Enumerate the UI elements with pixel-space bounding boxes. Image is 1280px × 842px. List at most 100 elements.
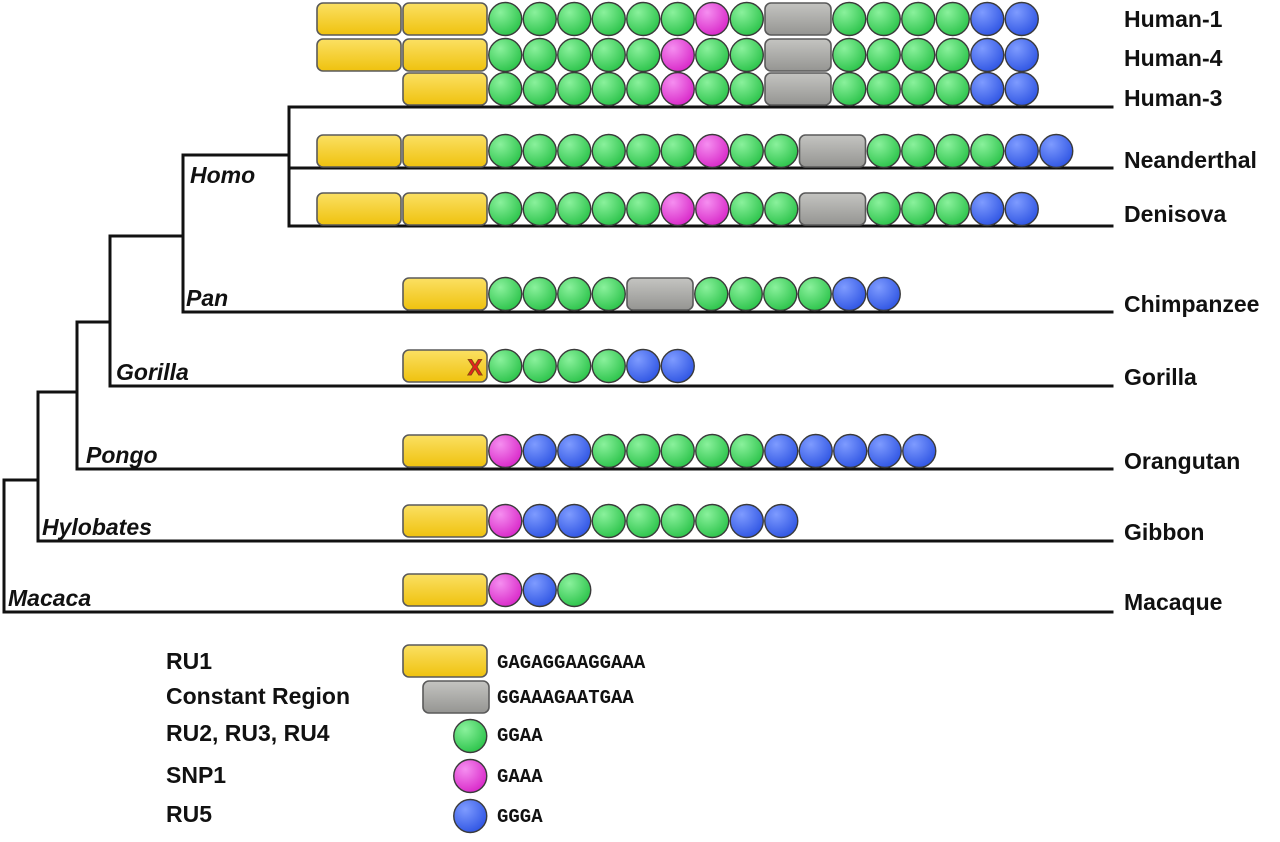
clade-label-gorilla: Gorilla: [116, 359, 189, 385]
taxon-label-gorilla: Gorilla: [1124, 364, 1197, 390]
taxon-label-neanderthal: Neanderthal: [1124, 147, 1257, 173]
ru2-4-circle: [729, 71, 764, 107]
ru2-4-circle: [522, 37, 557, 73]
ru5-circle: [626, 348, 661, 384]
branch-pan-node: [181, 153, 1114, 314]
ru5-circle: [1004, 133, 1039, 169]
branch-pongo-node: [75, 320, 1114, 471]
legend-seq-ru5: GGGA: [497, 806, 543, 828]
ru2-4-circle: [763, 276, 798, 312]
legend: RU1 Constant Region RU2, RU3, RU4 SNP1 R…: [166, 644, 646, 834]
ru2-4-circle: [626, 191, 661, 227]
ru2-4-circle: [866, 191, 901, 227]
snp1-circle: [695, 133, 730, 169]
constant-region-block: [798, 134, 867, 168]
ru1-block: [402, 72, 488, 106]
ru2-4-circle: [591, 503, 626, 539]
ru2-4-circle: [764, 133, 799, 169]
ru2-4-circle: [591, 71, 626, 107]
constant-region-block: [764, 72, 832, 106]
ru1-block: [402, 38, 488, 72]
ru2-4-circle: [901, 1, 936, 37]
legend-swatches: [402, 644, 490, 834]
clade-label-pongo: Pongo: [86, 442, 158, 468]
clade-label-hylobates: Hylobates: [42, 514, 152, 540]
tree-branches: [2, 105, 1114, 614]
ru2-4-circle: [488, 191, 523, 227]
ru2-4-circle: [557, 348, 592, 384]
ru2-4-circle: [660, 133, 695, 169]
snp1-circle: [660, 37, 695, 73]
repeat-row-human-4: [316, 37, 1039, 73]
ru1-block: [402, 504, 488, 538]
ru2-4-circle: [626, 503, 661, 539]
ru2-4-circle: [729, 191, 764, 227]
ru2-4-circle: [935, 37, 970, 73]
ru2-4-circle: [901, 133, 936, 169]
ru5-circle: [832, 276, 867, 312]
ru2-4-circle: [626, 71, 661, 107]
ru1-block: [402, 277, 488, 311]
ru2-4-circle: [695, 37, 730, 73]
ru2-4-circle: [935, 71, 970, 107]
ru2-4-circle: [591, 348, 626, 384]
branch-homo-node: [287, 105, 1114, 228]
ru5-circle: [1004, 71, 1039, 107]
ru2-4-circle: [522, 1, 557, 37]
ru2-4-circle: [866, 133, 901, 169]
ru5-circle: [867, 433, 902, 469]
legend-swatch-ru1-block: [402, 644, 488, 678]
ru2-4-circle: [591, 133, 626, 169]
ru2-4-circle: [488, 1, 523, 37]
ru1-block: [316, 38, 402, 72]
ru2-4-circle: [866, 1, 901, 37]
ru2-4-circle: [488, 276, 523, 312]
ru5-circle: [660, 348, 695, 384]
ru1-block: [402, 434, 488, 468]
ru2-4-circle: [522, 276, 557, 312]
ru2-4-circle: [488, 133, 523, 169]
ru2-4-circle: [935, 133, 970, 169]
ru2-4-circle: [695, 433, 730, 469]
clade-label-macaca: Macaca: [8, 585, 91, 611]
constant-region-block: [764, 38, 832, 72]
legend-swatch-ru5-circle: [453, 798, 488, 834]
ru2-4-circle: [557, 572, 592, 608]
ru2-4-circle: [557, 276, 592, 312]
ru2-4-circle: [557, 1, 592, 37]
ru2-4-circle: [626, 37, 661, 73]
taxon-label-human-3: Human-3: [1124, 85, 1222, 111]
taxon-label-human-1: Human-1: [1124, 6, 1223, 32]
taxon-label-gibbon: Gibbon: [1124, 519, 1204, 545]
ru2-4-circle: [557, 191, 592, 227]
repeat-row-denisova: [316, 191, 1039, 227]
ru5-circle: [764, 503, 799, 539]
ru2-4-circle: [660, 433, 695, 469]
legend-seq-constant-region: GGAAAGAATGAA: [497, 687, 634, 709]
taxon-label-orangutan: Orangutan: [1124, 448, 1240, 474]
legend-swatch-ru2-4-circle: [453, 718, 488, 754]
ru5-circle: [557, 503, 592, 539]
disruption-x-mark: X: [468, 355, 483, 380]
ru2-4-circle: [866, 37, 901, 73]
ru2-4-circle: [522, 191, 557, 227]
legend-label-ru1: RU1: [166, 648, 212, 674]
taxon-label-human-4: Human-4: [1124, 45, 1223, 71]
ru1-block: [316, 2, 402, 36]
ru5-circle: [970, 191, 1005, 227]
taxon-label-denisova: Denisova: [1124, 201, 1226, 227]
ru2-4-circle: [729, 433, 764, 469]
ru2-4-circle: [626, 133, 661, 169]
ru5-circle: [1039, 133, 1074, 169]
snp1-circle: [695, 191, 730, 227]
ru1-block: [402, 134, 488, 168]
clade-label-pan: Pan: [186, 285, 228, 311]
ru5-circle: [970, 1, 1005, 37]
ru2-4-circle: [488, 71, 523, 107]
ru2-4-circle: [557, 37, 592, 73]
ru2-4-circle: [488, 348, 523, 384]
ru2-4-circle: [901, 71, 936, 107]
ru5-circle: [970, 71, 1005, 107]
legend-seq-ru2-ru3-ru4: GGAA: [497, 725, 543, 747]
